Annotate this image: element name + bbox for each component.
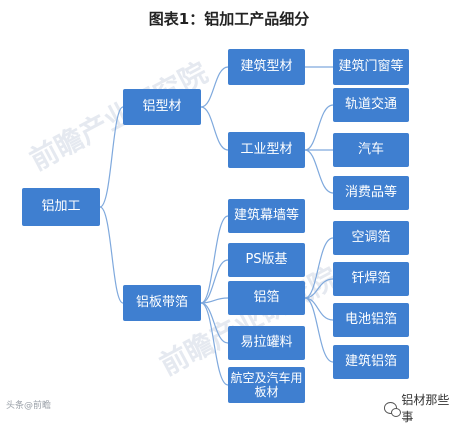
wechat-icon [384, 402, 402, 417]
node-aluminum-processing: 铝加工 [22, 188, 100, 226]
node-industrial-profile: 工业型材 [228, 132, 305, 168]
node-consumer-goods: 消费品等 [333, 176, 409, 210]
node-building-foil: 建筑铝箔 [333, 345, 409, 379]
link-root-profile [99, 106, 124, 208]
link-profile-industrial [200, 106, 229, 151]
link-sheet-curtain [200, 215, 229, 304]
source-watermark: 头条@前瞻 [6, 401, 52, 411]
link-industrial-rail [304, 104, 334, 151]
node-building-profile: 建筑型材 [228, 49, 305, 85]
link-foil-brazing [304, 278, 334, 299]
link-profile-building [200, 66, 229, 108]
link-sheet-ps [200, 259, 229, 304]
node-brazing-foil: 钎焊箔 [333, 262, 409, 296]
link-sheet-aero [200, 302, 229, 386]
link-sheet-foil [200, 297, 229, 304]
chart-title: 图表1：铝加工产品细分 [148, 10, 310, 28]
link-sheet-can [200, 302, 229, 344]
node-battery-foil: 电池铝箔 [333, 303, 409, 337]
node-aluminum-foil: 铝箔 [228, 281, 305, 315]
link-root-sheet [99, 206, 124, 304]
node-rail-transit: 轨道交通 [333, 88, 409, 122]
node-doors-windows: 建筑门窗等 [333, 49, 409, 85]
link-foil-ac [304, 237, 334, 299]
node-automobile: 汽车 [333, 133, 409, 167]
node-ps-plate: PS版基 [228, 243, 305, 277]
node-aero-auto-sheet: 航空及汽车用板材 [228, 367, 305, 403]
account-name: 铝材那些事 [401, 393, 450, 424]
account-signature: 铝材那些事 [384, 391, 458, 425]
node-aluminum-sheet-strip-foil: 铝板带箔 [123, 285, 201, 321]
link-foil-building [304, 297, 334, 363]
node-curtain-wall: 建筑幕墙等 [228, 199, 305, 233]
link-industrial-consumer [304, 149, 334, 194]
node-can-stock: 易拉罐料 [228, 326, 305, 360]
node-ac-foil: 空调箔 [333, 221, 409, 255]
node-aluminum-profile: 铝型材 [123, 89, 201, 125]
